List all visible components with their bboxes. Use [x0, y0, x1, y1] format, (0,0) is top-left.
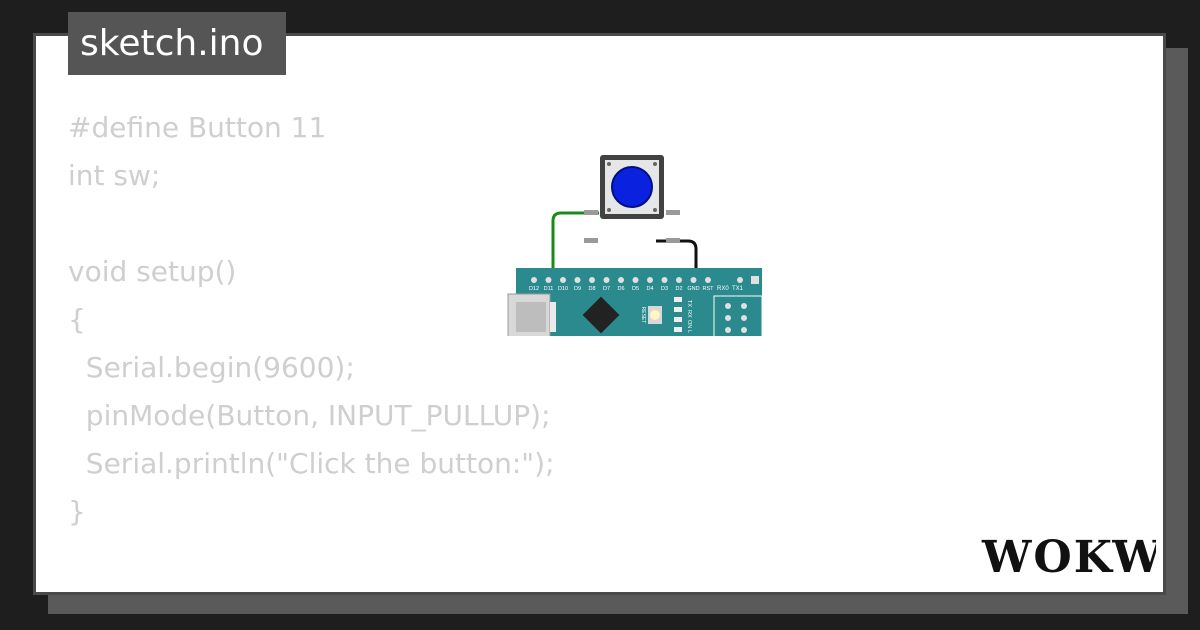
led [674, 327, 682, 332]
pin [589, 277, 595, 283]
pin [725, 303, 731, 309]
pin-label: D3 [661, 286, 668, 292]
svg-text:RESET: RESET [640, 307, 646, 324]
led-label: RX [686, 310, 692, 318]
top-pin-labels: D12 D11 D10 D9 D8 D7 D6 D5 D4 D3 D2 GND RST [529, 286, 714, 292]
led-label: TX [686, 300, 692, 307]
preview-card: #define Button 11 int sw; void setup() {… [33, 33, 1166, 595]
pin-label: D4 [646, 286, 653, 292]
pin [737, 277, 743, 283]
button-cap [611, 166, 653, 208]
code-preview: #define Button 11 int sw; void setup() {… [68, 104, 555, 592]
led-label: L [686, 330, 692, 333]
pin-label: GND [687, 286, 699, 292]
pushbutton[interactable] [584, 155, 680, 243]
pin [725, 315, 731, 321]
led [674, 297, 682, 302]
ground-wire [656, 239, 698, 278]
pin-label: D10 [558, 286, 568, 292]
pin [647, 277, 653, 283]
pin [632, 277, 639, 283]
code-line: pinMode(Button, INPUT_PULLUP); [68, 399, 551, 432]
signal-wire [551, 211, 599, 278]
code-line: void setup() [68, 255, 237, 288]
pin-label: D11 [544, 286, 554, 292]
rx0-label: RX0 [717, 286, 729, 292]
code-line: void loop() [68, 591, 218, 592]
pin-label: D8 [588, 286, 595, 292]
code-line: int sw; [68, 159, 161, 192]
pin [741, 303, 747, 309]
pin [751, 276, 759, 284]
code-line: #define Button 11 [68, 111, 327, 144]
code-line: } [68, 495, 86, 528]
pin-label: D9 [574, 286, 581, 292]
top-header [531, 276, 759, 284]
tx1-label: TX1 [732, 286, 744, 292]
pin [531, 277, 537, 283]
pin-label: D6 [617, 286, 624, 292]
led-label: ON [686, 320, 692, 328]
pin-label: D12 [529, 286, 539, 292]
pin [676, 277, 682, 283]
led [674, 317, 682, 322]
pin-label: RST [703, 286, 715, 292]
pin-label: D7 [603, 286, 610, 292]
pin [741, 315, 747, 321]
pin [618, 277, 624, 283]
icsp-header [713, 295, 763, 336]
svg-text:WOKWi: WOKWi [981, 532, 1156, 583]
led [674, 307, 682, 312]
pin [741, 327, 747, 333]
code-line: Serial.begin(9600); [68, 351, 355, 384]
pin [545, 277, 552, 283]
microcontroller-chip [582, 296, 620, 334]
wokwi-logo: WOKWi [981, 532, 1156, 583]
pin [705, 277, 711, 283]
pin-label: D2 [675, 286, 682, 292]
code-line: Serial.println("Click the button:"); [68, 447, 555, 480]
file-name-tab: sketch.ino [68, 12, 286, 75]
pin [661, 277, 668, 283]
pin-label: D5 [632, 286, 639, 292]
pin [690, 277, 697, 283]
pin [603, 277, 610, 283]
pin [574, 277, 581, 283]
code-line: { [68, 303, 86, 336]
pin [560, 277, 566, 283]
pin [725, 327, 731, 333]
status-leds: TX RX ON L [674, 297, 692, 333]
